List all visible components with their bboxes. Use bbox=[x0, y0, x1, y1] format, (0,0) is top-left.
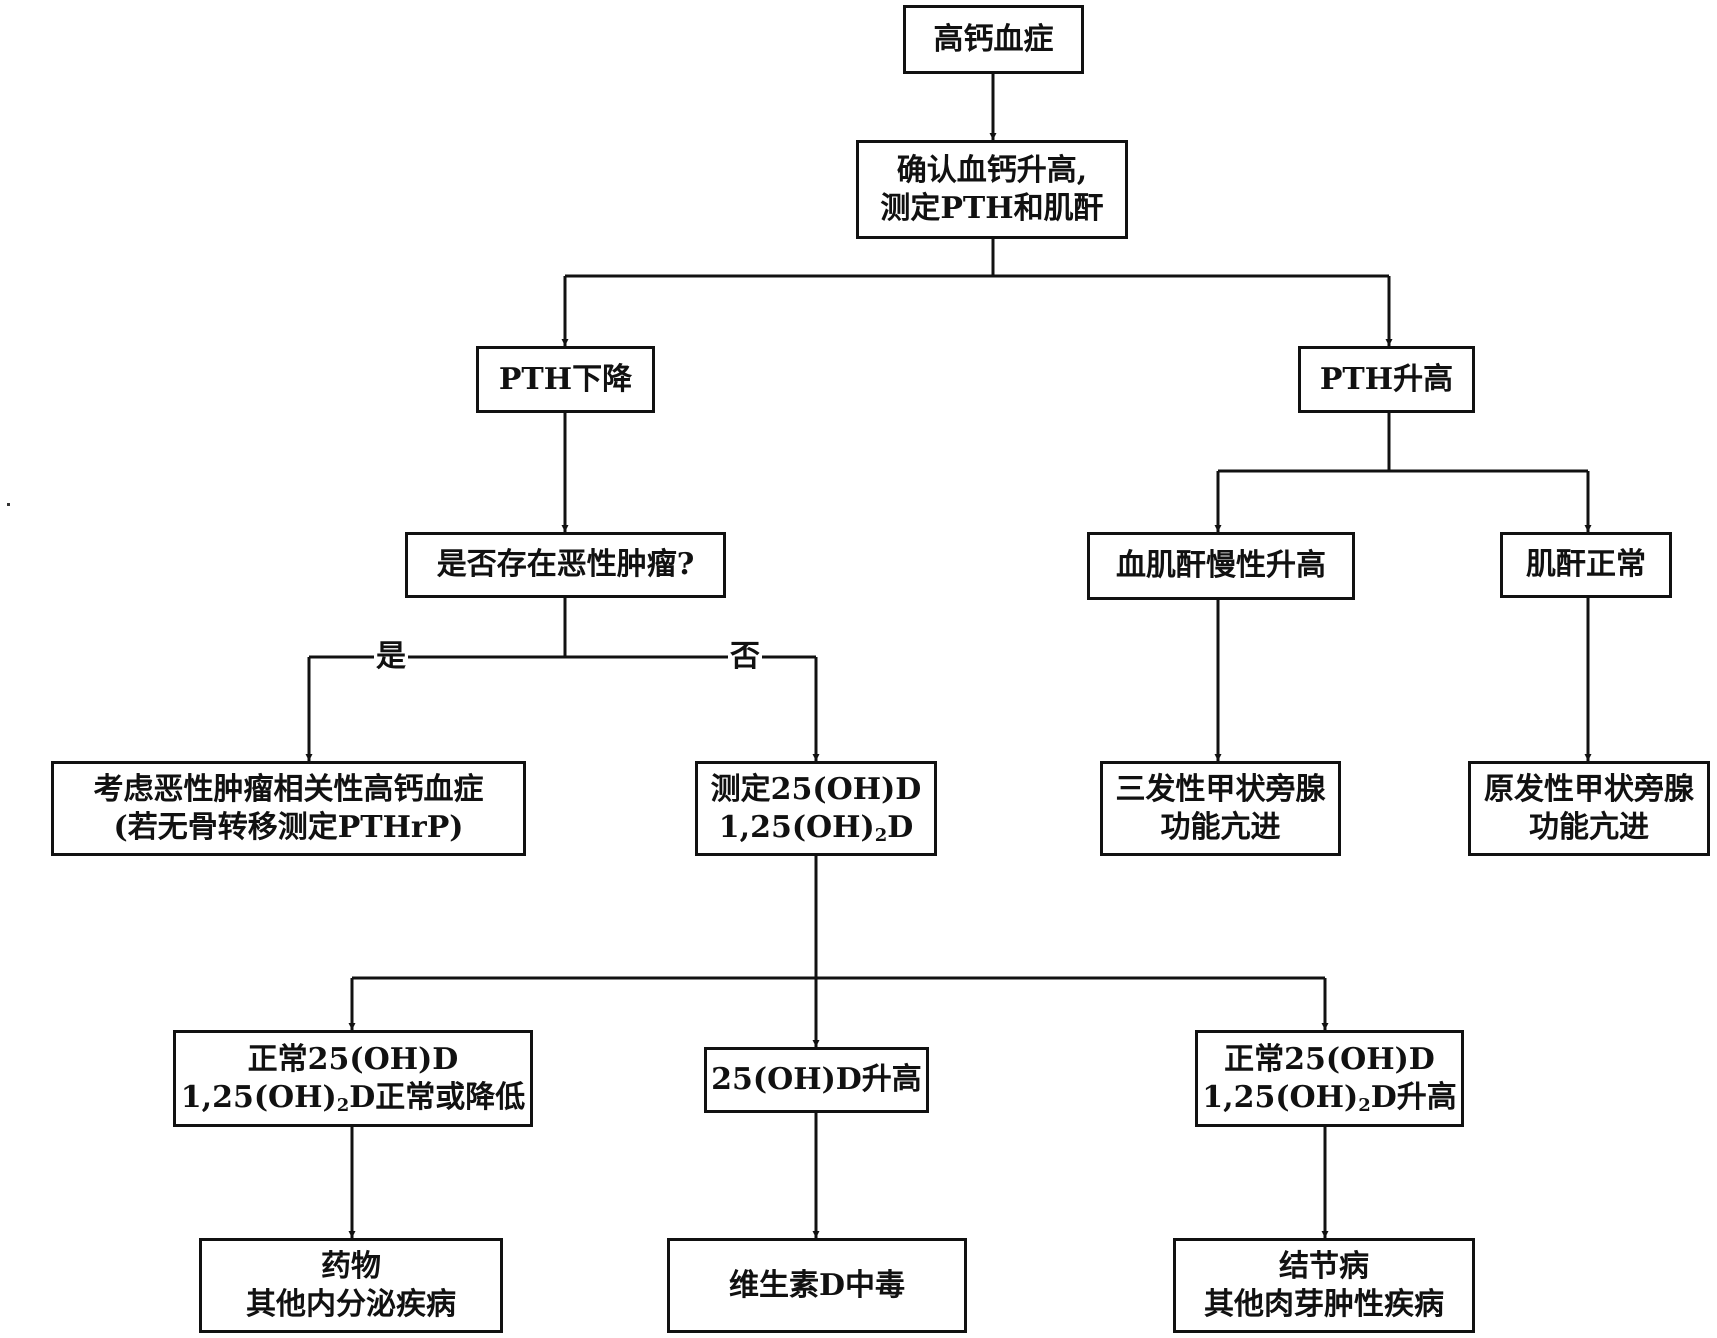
node-text-line-2: 其他内分泌疾病 bbox=[246, 1286, 456, 1322]
node-text-line-1: 药物 bbox=[321, 1248, 381, 1284]
node-malignancy-hypercalcemia: 考虑恶性肿瘤相关性高钙血症 (若无骨转移测定PTHrP) bbox=[51, 761, 526, 856]
node-text: PTH升高 bbox=[1319, 361, 1454, 397]
node-text-line-1: 正常25(OH)D bbox=[1224, 1041, 1435, 1077]
node-text: 血肌酐慢性升高 bbox=[1116, 548, 1326, 583]
node-text-line-2: (若无骨转移测定PTHrP) bbox=[113, 809, 464, 845]
node-confirm-calcium: 确认血钙升高, 测定PTH和肌酐 bbox=[856, 140, 1128, 239]
node-measure-vitamin-d: 测定25(OH)D 1,25(OH)2D bbox=[695, 761, 937, 856]
node-pth-low: PTH下降 bbox=[476, 346, 655, 413]
text-part: D bbox=[887, 809, 914, 845]
node-creatinine-chronic-high: 血肌酐慢性升高 bbox=[1087, 532, 1355, 600]
subscript: 2 bbox=[1358, 1094, 1371, 1116]
node-hypercalcemia: 高钙血症 bbox=[903, 5, 1084, 74]
node-text-line-1: 原发性甲状旁腺 bbox=[1484, 771, 1694, 807]
node-text-line-1: 三发性甲状旁腺 bbox=[1115, 771, 1326, 807]
node-text-line-2: 其他肉芽肿性疾病 bbox=[1204, 1286, 1444, 1322]
node-text: 是否存在恶性肿瘤? bbox=[436, 547, 695, 582]
node-sarcoid-granuloma: 结节病 其他肉芽肿性疾病 bbox=[1173, 1238, 1475, 1333]
node-25ohd-high: 25(OH)D升高 bbox=[704, 1047, 929, 1113]
node-text: 25(OH)D升高 bbox=[711, 1062, 922, 1097]
node-text: 高钙血症 bbox=[933, 21, 1054, 57]
stray-dot bbox=[7, 503, 10, 506]
node-drugs-endocrine: 药物 其他内分泌疾病 bbox=[199, 1238, 503, 1333]
text-part: 1,25(OH) bbox=[1202, 1079, 1359, 1115]
node-text-line-2: 功能亢进 bbox=[1160, 809, 1281, 845]
subscript: 2 bbox=[874, 824, 888, 846]
node-text: 肌酐正常 bbox=[1526, 547, 1646, 582]
text-part: D升高 bbox=[1370, 1079, 1457, 1115]
node-text-line-1: 测定25(OH)D bbox=[710, 771, 922, 807]
node-text-line-2: 1,25(OH)2D升高 bbox=[1202, 1079, 1456, 1117]
node-text-line-2: 1,25(OH)2D bbox=[719, 809, 913, 847]
node-malignancy-question: 是否存在恶性肿瘤? bbox=[405, 532, 726, 598]
node-text: 维生素D中毒 bbox=[728, 1267, 905, 1303]
text-part: D正常或降低 bbox=[349, 1079, 526, 1115]
node-primary-hpt: 原发性甲状旁腺 功能亢进 bbox=[1468, 761, 1710, 856]
node-tertiary-hpt: 三发性甲状旁腺 功能亢进 bbox=[1100, 761, 1341, 856]
text-part: 1,25(OH) bbox=[180, 1079, 337, 1115]
node-text-line-1: 确认血钙升高, bbox=[896, 152, 1088, 188]
node-text-line-2: 功能亢进 bbox=[1529, 809, 1649, 845]
node-pth-high: PTH升高 bbox=[1298, 346, 1475, 413]
edge-label-yes: 是 bbox=[374, 639, 408, 674]
node-text-line-1: 结节病 bbox=[1279, 1248, 1369, 1284]
node-text-line-1: 考虑恶性肿瘤相关性高钙血症 bbox=[93, 771, 484, 807]
node-text-line-1: 正常25(OH)D bbox=[247, 1041, 459, 1077]
text-part: 1,25(OH) bbox=[718, 809, 875, 845]
node-vitd-normal-low: 正常25(OH)D 1,25(OH)2D正常或降低 bbox=[173, 1030, 533, 1127]
node-text-line-2: 1,25(OH)2D正常或降低 bbox=[181, 1079, 525, 1117]
edge-label-no: 否 bbox=[728, 639, 762, 674]
node-vitd-normal-high: 正常25(OH)D 1,25(OH)2D升高 bbox=[1195, 1030, 1464, 1127]
node-vitamin-d-toxicity: 维生素D中毒 bbox=[667, 1238, 967, 1333]
node-text-line-2: 测定PTH和肌酐 bbox=[880, 190, 1104, 226]
node-text: PTH下降 bbox=[498, 361, 633, 397]
node-creatinine-normal: 肌酐正常 bbox=[1500, 532, 1672, 598]
subscript: 2 bbox=[336, 1094, 350, 1116]
